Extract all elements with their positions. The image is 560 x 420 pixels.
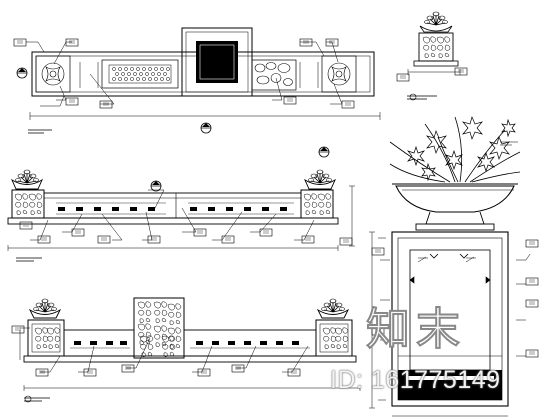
top-plan-view: [13, 27, 381, 134]
middle-elevation-view: [7, 146, 355, 262]
orchid-bowl-detail: [389, 115, 521, 231]
watermark-logo-text: 知末: [366, 305, 466, 354]
bottom-elevation-view: [11, 297, 361, 403]
planter-elevation-small: [396, 11, 468, 101]
watermark-logo: 知末: [366, 305, 466, 355]
section-detail-view: [369, 231, 539, 417]
watermark-id: ID: 161775149: [330, 366, 501, 394]
